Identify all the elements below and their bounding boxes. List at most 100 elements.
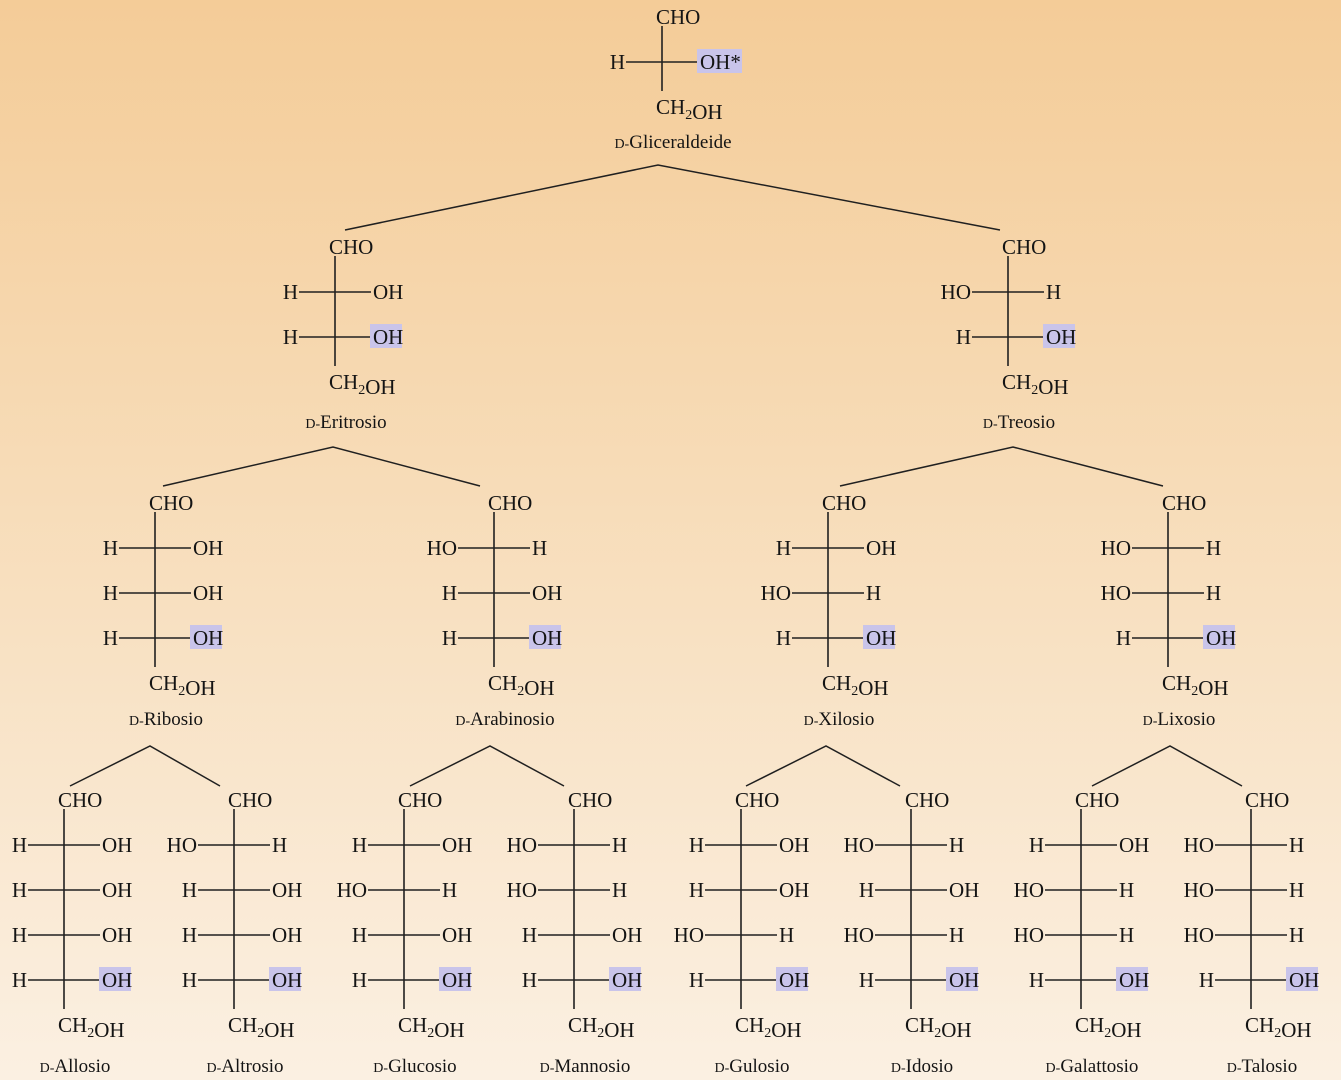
sugar-name: Eritrosio bbox=[320, 412, 387, 433]
right-substituent: OH* bbox=[700, 50, 741, 74]
right-substituent: H bbox=[1289, 833, 1304, 857]
aldehyde-group: CHO bbox=[568, 788, 612, 812]
left-substituent: HO bbox=[1184, 833, 1214, 857]
sugar-name: Gulosio bbox=[729, 1056, 789, 1077]
right-substituent: OH bbox=[1206, 626, 1236, 650]
right-substituent: OH bbox=[532, 581, 562, 605]
left-substituent: H bbox=[182, 968, 197, 992]
sugar-name: Idosio bbox=[906, 1056, 954, 1077]
configuration-prefix: D- bbox=[891, 1061, 906, 1076]
right-substituent: OH bbox=[102, 833, 132, 857]
molecule-name: D-Xilosio bbox=[804, 709, 875, 730]
right-substituent: H bbox=[866, 581, 881, 605]
right-substituent: H bbox=[1119, 878, 1134, 902]
left-substituent: H bbox=[522, 923, 537, 947]
hydroxymethyl-group: CH2OH bbox=[822, 671, 889, 700]
left-substituent: H bbox=[522, 968, 537, 992]
aldehyde-group: CHO bbox=[656, 5, 700, 29]
left-substituent: H bbox=[12, 878, 27, 902]
left-substituent: H bbox=[12, 923, 27, 947]
aldehyde-group: CHO bbox=[398, 788, 442, 812]
highlight-box bbox=[190, 625, 222, 649]
highlight-box bbox=[1286, 967, 1318, 991]
stereocenter-row: H OH bbox=[12, 967, 132, 992]
right-substituent: OH bbox=[949, 878, 979, 902]
molecule-name: D-Eritrosio bbox=[305, 412, 386, 433]
right-substituent: H bbox=[1289, 878, 1304, 902]
left-substituent: HO bbox=[337, 878, 367, 902]
aldehyde-group: CHO bbox=[735, 788, 779, 812]
highlight-box bbox=[529, 625, 561, 649]
right-substituent: OH bbox=[272, 923, 302, 947]
left-substituent: H bbox=[12, 968, 27, 992]
configuration-prefix: D- bbox=[455, 714, 470, 729]
hydroxymethyl-group: CH2OH bbox=[1162, 671, 1229, 700]
aldehyde-group: CHO bbox=[329, 235, 373, 259]
left-substituent: H bbox=[689, 968, 704, 992]
molecule-name: D-Treosio bbox=[983, 412, 1055, 433]
aldehyde-group: CHO bbox=[1002, 235, 1046, 259]
molecule-name: D-Ribosio bbox=[129, 709, 203, 730]
configuration-prefix: D- bbox=[129, 714, 144, 729]
right-substituent: H bbox=[1119, 923, 1134, 947]
hydroxymethyl-group: CH2OH bbox=[488, 671, 555, 700]
left-substituent: HO bbox=[674, 923, 704, 947]
sugar-name: Mannosio bbox=[554, 1056, 630, 1077]
left-substituent: H bbox=[956, 325, 971, 349]
tree-connector bbox=[1091, 745, 1243, 787]
right-substituent: H bbox=[612, 833, 627, 857]
highlight-box bbox=[439, 967, 471, 991]
left-substituent: HO bbox=[1184, 878, 1214, 902]
molecule-name: D-Gulosio bbox=[715, 1056, 790, 1077]
molecule-name: D-Idosio bbox=[891, 1056, 953, 1077]
right-substituent: H bbox=[1289, 923, 1304, 947]
aldehyde-group: CHO bbox=[822, 491, 866, 515]
right-substituent: OH bbox=[866, 536, 896, 560]
sugar-name: Ribosio bbox=[144, 709, 203, 730]
hydroxymethyl-group: CH2OH bbox=[329, 370, 396, 399]
left-substituent: HO bbox=[1101, 536, 1131, 560]
configuration-prefix: D- bbox=[1227, 1061, 1242, 1076]
stereocenter-row: H OH bbox=[522, 967, 642, 992]
right-substituent: OH bbox=[102, 968, 132, 992]
highlight-box bbox=[99, 967, 131, 991]
left-substituent: H bbox=[103, 536, 118, 560]
left-substituent: HO bbox=[844, 833, 874, 857]
tree-connector bbox=[162, 446, 481, 487]
tree-connector bbox=[745, 745, 901, 787]
aldehyde-group: CHO bbox=[1162, 491, 1206, 515]
sugar-name: Lixosio bbox=[1157, 709, 1215, 730]
left-substituent: HO bbox=[167, 833, 197, 857]
configuration-prefix: D- bbox=[715, 1061, 730, 1076]
configuration-prefix: D- bbox=[305, 417, 320, 432]
left-substituent: H bbox=[352, 833, 367, 857]
highlight-box bbox=[863, 625, 895, 649]
right-substituent: OH bbox=[373, 280, 403, 304]
left-substituent: H bbox=[859, 878, 874, 902]
right-substituent: OH bbox=[612, 968, 642, 992]
left-substituent: H bbox=[1116, 626, 1131, 650]
left-substituent: H bbox=[859, 968, 874, 992]
